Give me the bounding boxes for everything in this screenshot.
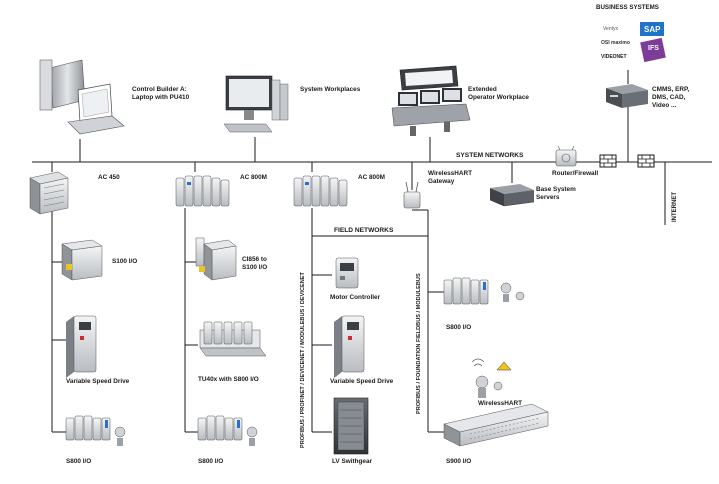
wirelesshart-device-icon bbox=[471, 358, 512, 398]
ci856-label: CI856 to S100 I/O bbox=[242, 256, 268, 271]
control-builder-label: Control Builder A: Laptop with PU410 bbox=[132, 86, 190, 101]
cmms-server-icon bbox=[606, 84, 648, 108]
s800-io-icon bbox=[65, 415, 126, 446]
wirelesshart-gateway-label: WirelessHART Gateway bbox=[428, 170, 472, 185]
firewall-icon bbox=[637, 154, 655, 168]
s900-io-icon bbox=[443, 403, 549, 447]
ifs-logo bbox=[640, 37, 666, 63]
wirelesshart-label: WirelessHART bbox=[478, 400, 522, 407]
ac800m-controller-icon bbox=[293, 175, 348, 207]
cmms-label: CMMS, ERP, DMS, CAD, Video ... bbox=[652, 86, 690, 109]
wirelesshart-gateway-icon bbox=[403, 181, 421, 209]
ac800m-controller-icon bbox=[175, 175, 230, 207]
ac800m-label-2: AC 800M bbox=[358, 174, 385, 181]
base-servers-label: Base System Servers bbox=[536, 186, 576, 201]
ventyx-logo: Ventyx bbox=[603, 26, 619, 32]
maximo-logo: OSI maximo bbox=[601, 40, 630, 46]
sap-logo bbox=[640, 22, 664, 36]
system-networks-label: SYSTEM NETWORKS bbox=[456, 152, 524, 159]
lv-switchgear-icon bbox=[333, 397, 369, 455]
field-networks-label: FIELD NETWORKS bbox=[334, 227, 394, 234]
variable-speed-drive-label-2: Variable Speed Drive bbox=[330, 378, 394, 385]
ci856-io-icon bbox=[195, 237, 237, 281]
extended-workplace-label: Extended Operator Workplace bbox=[468, 86, 529, 101]
system-workplaces-label: System Workplaces bbox=[300, 86, 361, 93]
s800-io-label-2: S800 I/O bbox=[198, 458, 224, 465]
s800-io-label-3: S800 I/O bbox=[446, 324, 472, 331]
s900-io-label: S900 I/O bbox=[446, 458, 472, 465]
base-server-icon bbox=[489, 184, 535, 207]
sap-logo-text: SAP bbox=[644, 25, 661, 34]
s100-io-label: S100 I/O bbox=[112, 258, 138, 265]
operator-workplace-icon bbox=[391, 65, 471, 136]
router-firewall-icon bbox=[555, 145, 577, 167]
ifs-logo-text: IFS bbox=[648, 45, 659, 52]
fieldbus-label-1: PROFIBUS / PROFINET / DEVICENET / MODULE… bbox=[300, 272, 306, 448]
ac450-controller-icon bbox=[29, 171, 69, 215]
tu40x-label: TU40x with S800 I/O bbox=[198, 376, 259, 383]
fieldbus-label-2: PROFIBUS / FOUNDATION FIELDBUS / MODULEB… bbox=[416, 273, 422, 414]
s800-io-icon bbox=[197, 415, 258, 446]
s100-io-icon bbox=[61, 239, 103, 281]
laptop-icon bbox=[39, 59, 125, 135]
ac800m-label-1: AC 800M bbox=[240, 174, 267, 181]
variable-speed-drive-label-1: Variable Speed Drive bbox=[66, 378, 130, 385]
variable-speed-drive-icon bbox=[334, 315, 365, 378]
router-firewall-label: Router/Firewall bbox=[552, 170, 599, 177]
variable-speed-drive-icon bbox=[66, 315, 97, 378]
network-lines bbox=[32, 20, 712, 433]
videonet-logo: VIDEONET bbox=[601, 54, 627, 60]
lv-switchgear-label: LV Swithgear bbox=[332, 458, 373, 465]
internet-label: INTERNET bbox=[672, 192, 678, 222]
s800-io-icon bbox=[443, 277, 525, 305]
ac450-label: AC 450 bbox=[98, 174, 120, 181]
workstation-icon bbox=[223, 75, 289, 133]
firewall-icon bbox=[599, 154, 617, 168]
motor-controller-label: Motor Controller bbox=[330, 294, 381, 301]
business-systems-label: BUSINESS SYSTEMS bbox=[596, 4, 659, 11]
business-logos bbox=[600, 20, 666, 70]
s800-io-label-1: S800 I/O bbox=[66, 458, 92, 465]
tu40x-s800-icon bbox=[199, 321, 267, 357]
motor-controller-icon bbox=[335, 257, 359, 289]
ex-warning-icon bbox=[496, 361, 512, 371]
